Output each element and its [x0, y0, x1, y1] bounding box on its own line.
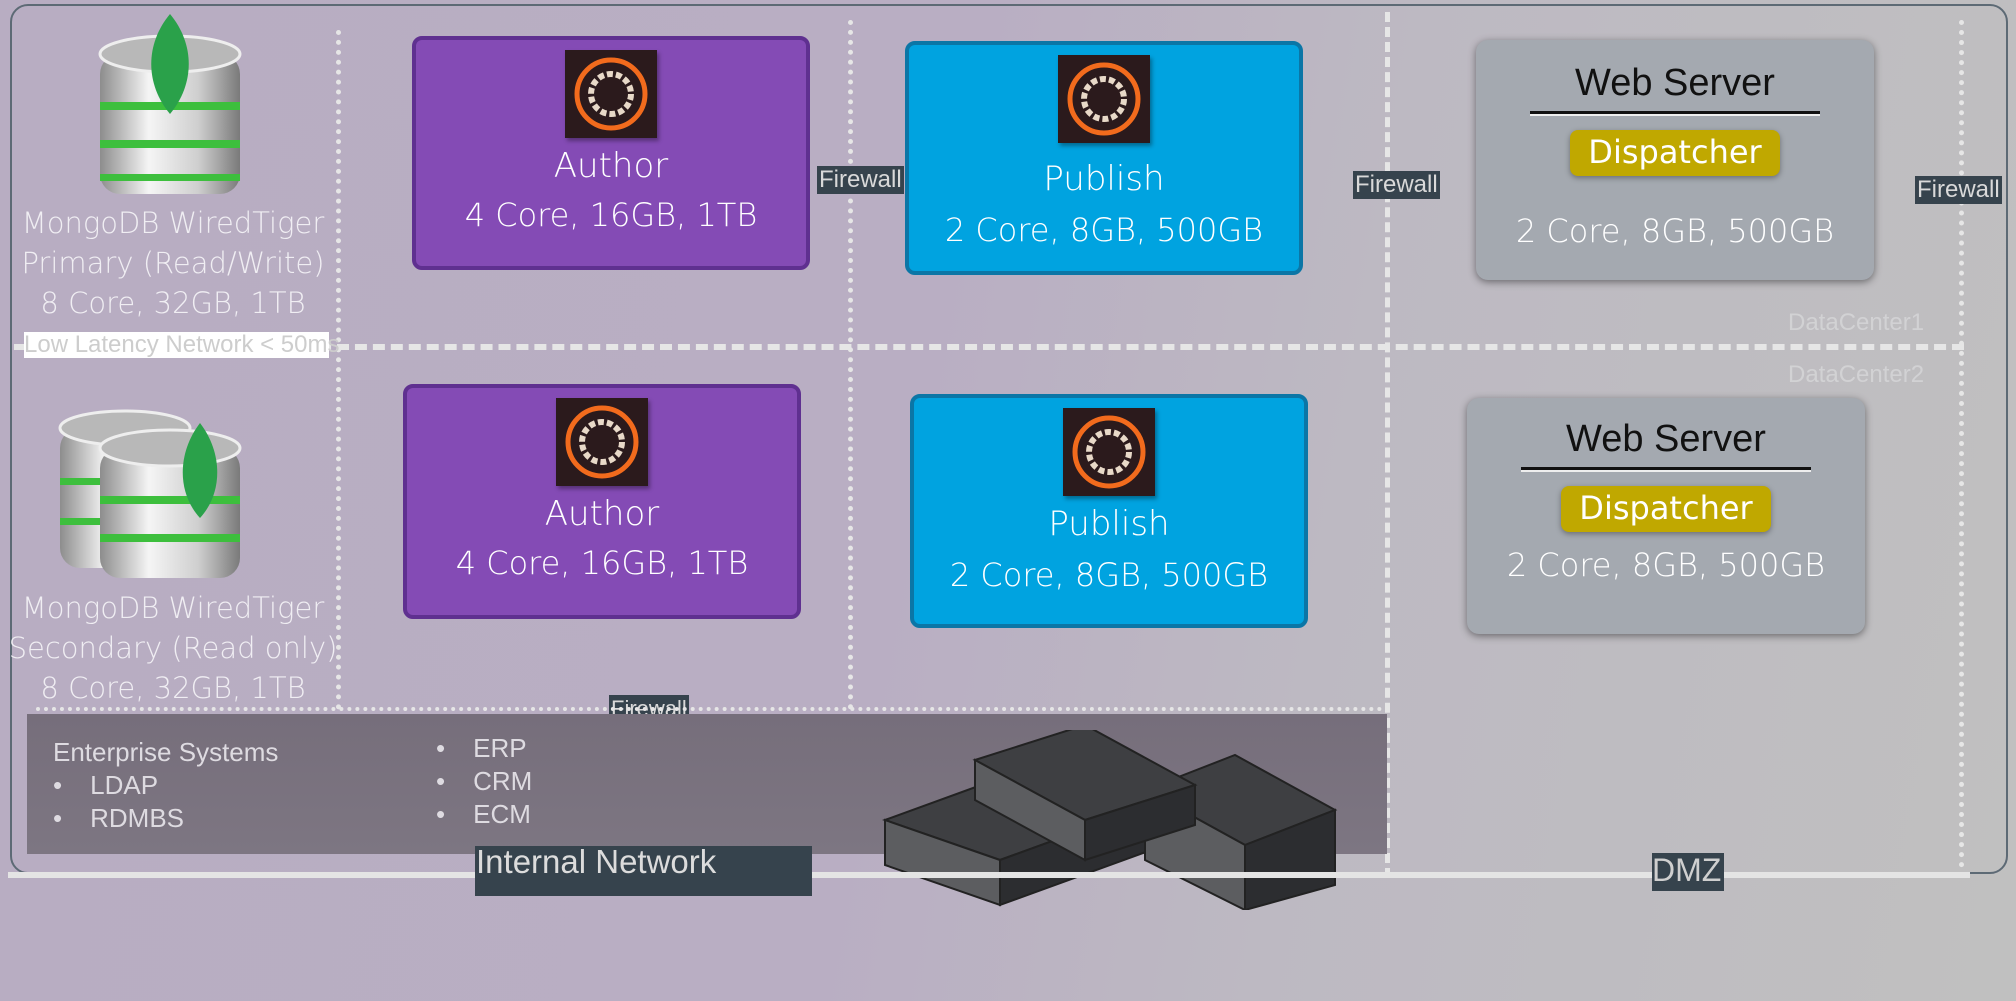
enterprise-item-ldap: • LDAP	[53, 769, 278, 802]
web-server-divider	[1521, 467, 1811, 472]
web-server-title: Web Server	[1575, 62, 1775, 104]
firewall-dmz-edge: Firewall	[1915, 176, 2002, 204]
internal-network-label-bg	[475, 846, 812, 896]
bullet: •	[436, 733, 446, 763]
author-instance-dc2[interactable]: Author 4 Core, 16GB, 1TB	[403, 384, 801, 619]
separator-author-publish	[848, 20, 857, 710]
firewall-publish-dmz: Firewall	[1353, 171, 1440, 199]
aem-icon	[565, 50, 657, 138]
mongodb-replica-database-icon	[55, 398, 245, 583]
db-primary-specs: 8 Core, 32GB, 1TB	[40, 286, 306, 320]
db-primary-label: MongoDB WiredTiger Primary (Read/Write) …	[8, 203, 338, 323]
db-secondary-specs: 8 Core, 32GB, 1TB	[40, 671, 306, 705]
network-baseline	[8, 872, 1970, 878]
datacenter-divider	[14, 344, 1964, 350]
bullet: •	[436, 799, 446, 829]
enterprise-item-ecm: • ECM	[436, 798, 532, 831]
aem-icon	[1058, 55, 1150, 143]
enterprise-item-crm: • CRM	[436, 765, 532, 798]
web-server-divider	[1530, 111, 1820, 116]
publish-title: Publish	[1043, 159, 1165, 199]
author-specs: 4 Core, 16GB, 1TB	[455, 544, 749, 582]
publish-instance-dc2[interactable]: Publish 2 Core, 8GB, 500GB	[910, 394, 1308, 628]
db-primary-line2: Primary (Read/Write)	[21, 246, 325, 280]
dmz-label-bg	[1652, 853, 1724, 891]
separator-db-author	[336, 30, 345, 710]
publish-title: Publish	[1048, 504, 1170, 544]
enterprise-item-erp: • ERP	[436, 732, 532, 765]
db-secondary-line2: Secondary (Read only)	[8, 631, 338, 665]
db-secondary-label: MongoDB WiredTiger Secondary (Read only)…	[8, 588, 338, 708]
aem-icon	[556, 398, 648, 486]
author-instance-dc1[interactable]: Author 4 Core, 16GB, 1TB	[412, 36, 810, 270]
server-stack-icon	[875, 723, 1345, 912]
dispatcher-badge: Dispatcher	[1561, 486, 1771, 532]
bullet: •	[436, 766, 446, 796]
separator-internal-dmz	[1385, 12, 1390, 878]
enterprise-left-list: Enterprise Systems • LDAP • RDMBS	[53, 736, 278, 835]
author-title: Author	[544, 494, 660, 534]
network-label-bg	[24, 332, 329, 358]
publish-instance-dc1[interactable]: Publish 2 Core, 8GB, 500GB	[905, 41, 1303, 275]
publish-specs: 2 Core, 8GB, 500GB	[949, 556, 1269, 594]
internal-network-boundary	[36, 707, 1391, 711]
author-title: Author	[553, 146, 669, 186]
db-secondary-line1: MongoDB WiredTiger	[21, 591, 325, 625]
bullet: •	[53, 803, 63, 833]
web-server-specs: 2 Core, 8GB, 500GB	[1506, 546, 1826, 584]
bullet: •	[53, 770, 63, 800]
separator-dmz-edge	[1959, 20, 1968, 878]
db-primary-line1: MongoDB WiredTiger	[21, 206, 325, 240]
item-label: RDMBS	[90, 803, 185, 833]
author-specs: 4 Core, 16GB, 1TB	[464, 196, 758, 234]
dmz-label: DMZ	[1652, 852, 1722, 888]
item-label: LDAP	[90, 770, 159, 800]
mongodb-database-icon	[95, 14, 245, 204]
publish-specs: 2 Core, 8GB, 500GB	[944, 211, 1264, 249]
enterprise-right-list: • ERP • CRM • ECM	[436, 732, 532, 831]
network-latency-label: Low Latency Network < 50ms	[24, 331, 340, 358]
firewall-author-publish: Firewall	[817, 166, 904, 194]
item-label: CRM	[473, 766, 533, 796]
web-server-specs: 2 Core, 8GB, 500GB	[1515, 212, 1835, 250]
internal-network-label: Internal Network	[476, 843, 717, 880]
web-server-dc1[interactable]: Web Server Dispatcher 2 Core, 8GB, 500GB	[1476, 40, 1874, 280]
item-label: ERP	[473, 733, 527, 763]
datacenter1-label: DataCenter1	[1788, 309, 1925, 336]
web-server-dc2[interactable]: Web Server Dispatcher 2 Core, 8GB, 500GB	[1467, 398, 1865, 634]
aem-icon	[1063, 408, 1155, 496]
enterprise-title: Enterprise Systems	[53, 737, 279, 767]
dispatcher-badge: Dispatcher	[1570, 130, 1780, 176]
web-server-title: Web Server	[1566, 418, 1766, 460]
enterprise-item-rdmbs: • RDMBS	[53, 802, 278, 835]
item-label: ECM	[473, 799, 531, 829]
datacenter2-label: DataCenter2	[1788, 361, 1925, 388]
